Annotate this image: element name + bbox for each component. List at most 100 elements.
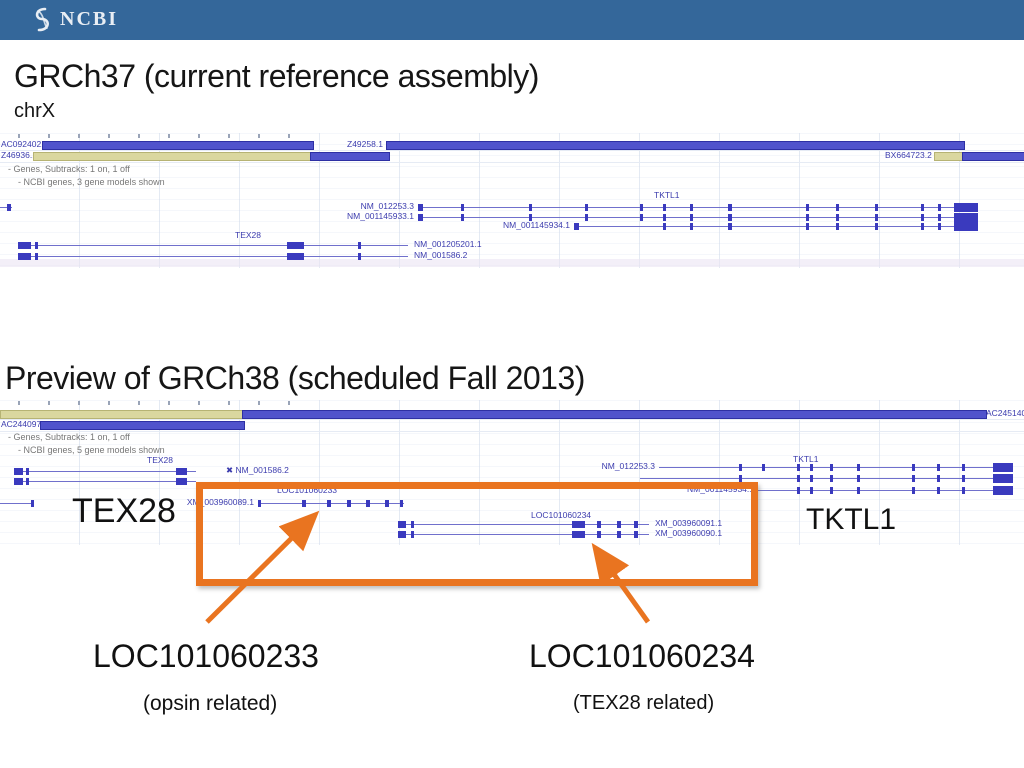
transcript-label[interactable]: XM_003960089.1	[186, 497, 254, 507]
exon[interactable]	[461, 204, 464, 211]
transcript-line[interactable]	[258, 503, 404, 504]
exon-end-block[interactable]	[993, 463, 1013, 472]
exon[interactable]	[937, 464, 940, 471]
exon[interactable]	[347, 500, 351, 507]
exon[interactable]	[806, 214, 809, 221]
gene-label[interactable]: LOC101060233	[277, 485, 338, 495]
transcript-line[interactable]	[18, 256, 408, 257]
transcript-label[interactable]: NM_001145933.1	[347, 211, 414, 221]
exon[interactable]	[26, 478, 29, 485]
exon[interactable]	[411, 531, 414, 538]
exon[interactable]	[806, 223, 809, 230]
accession-label[interactable]: AC245140.2	[986, 408, 1024, 418]
exon[interactable]	[875, 204, 878, 211]
track-subheader[interactable]: - NCBI genes, 5 gene models shown	[18, 445, 165, 455]
exon[interactable]	[26, 468, 29, 475]
exon[interactable]	[461, 214, 464, 221]
contig-bar[interactable]	[33, 152, 312, 161]
transcript-line[interactable]	[418, 207, 954, 208]
exon[interactable]	[810, 475, 813, 482]
exon[interactable]	[634, 521, 638, 528]
gene-label[interactable]: LOC101060234	[531, 510, 592, 520]
exon[interactable]	[728, 214, 732, 221]
contig-bar[interactable]	[0, 410, 244, 419]
transcript-label[interactable]: ✖ NM_001586.2	[226, 465, 289, 475]
exon[interactable]	[962, 487, 965, 494]
exon[interactable]	[617, 521, 621, 528]
exon[interactable]	[585, 204, 588, 211]
transcript-line[interactable]	[398, 524, 649, 525]
exon[interactable]	[830, 475, 833, 482]
exon[interactable]	[18, 242, 31, 249]
exon[interactable]	[400, 500, 403, 507]
exon[interactable]	[411, 521, 414, 528]
exon[interactable]	[690, 204, 693, 211]
exon[interactable]	[287, 253, 304, 260]
transcript-line[interactable]	[418, 217, 954, 218]
transcript-label[interactable]: XM_003960091.1	[655, 518, 723, 528]
exon[interactable]	[830, 464, 833, 471]
exon[interactable]	[385, 500, 389, 507]
exon-end-block[interactable]	[993, 486, 1013, 495]
accession-label[interactable]: AC244097.3	[1, 419, 49, 429]
transcript-label[interactable]: NM_001586.2	[414, 250, 468, 260]
accession-label[interactable]: Z46936.1	[1, 150, 37, 160]
exon[interactable]	[358, 242, 361, 249]
exon-end-block[interactable]	[993, 474, 1013, 483]
exon[interactable]	[585, 214, 588, 221]
exon[interactable]	[806, 204, 809, 211]
exon[interactable]	[634, 531, 638, 538]
exon[interactable]	[358, 253, 361, 260]
exon[interactable]	[31, 500, 34, 507]
exon[interactable]	[739, 464, 742, 471]
transcript-label[interactable]: NM_012253.3	[360, 201, 414, 211]
gene-label[interactable]: TKTL1	[654, 190, 680, 200]
exon[interactable]	[937, 475, 940, 482]
exon[interactable]	[836, 214, 839, 221]
track-subheader[interactable]: - NCBI genes, 3 gene models shown	[18, 177, 165, 187]
transcript-line[interactable]	[659, 467, 993, 468]
accession-label[interactable]: Z49258.1	[347, 139, 383, 149]
exon-end-block[interactable]	[954, 203, 978, 212]
exon[interactable]	[912, 475, 915, 482]
contig-bar[interactable]	[40, 421, 245, 430]
exon[interactable]	[574, 223, 579, 230]
exon[interactable]	[663, 214, 666, 221]
track-header[interactable]: - Genes, Subtracks: 1 on, 1 off	[8, 164, 130, 174]
exon[interactable]	[797, 487, 800, 494]
gene-label[interactable]: TKTL1	[793, 454, 819, 464]
exon[interactable]	[836, 223, 839, 230]
exon[interactable]	[836, 204, 839, 211]
exon[interactable]	[912, 464, 915, 471]
track-header[interactable]: - Genes, Subtracks: 1 on, 1 off	[8, 432, 130, 442]
exon[interactable]	[529, 214, 532, 221]
gene-label[interactable]: TEX28	[235, 230, 261, 240]
exon[interactable]	[762, 464, 765, 471]
exon[interactable]	[875, 223, 878, 230]
exon[interactable]	[663, 223, 666, 230]
exon[interactable]	[640, 204, 643, 211]
exon[interactable]	[810, 464, 813, 471]
exon[interactable]	[35, 253, 38, 260]
exon[interactable]	[366, 500, 370, 507]
exon[interactable]	[962, 464, 965, 471]
exon[interactable]	[857, 487, 860, 494]
exon[interactable]	[938, 214, 941, 221]
exon[interactable]	[398, 521, 406, 528]
exon[interactable]	[176, 478, 187, 485]
transcript-label[interactable]: NM_001205201.1	[414, 239, 482, 249]
exon[interactable]	[640, 214, 643, 221]
exon[interactable]	[617, 531, 621, 538]
exon[interactable]	[572, 521, 585, 528]
contig-bar[interactable]	[962, 152, 1024, 161]
exon[interactable]	[912, 487, 915, 494]
gene-label[interactable]: TEX28	[147, 455, 173, 465]
transcript-line[interactable]	[0, 503, 34, 504]
exon[interactable]	[728, 204, 732, 211]
contig-bar[interactable]	[934, 152, 964, 161]
exon[interactable]	[663, 204, 666, 211]
exon[interactable]	[962, 475, 965, 482]
exon[interactable]	[830, 487, 833, 494]
exon[interactable]	[810, 487, 813, 494]
exon[interactable]	[739, 475, 742, 482]
